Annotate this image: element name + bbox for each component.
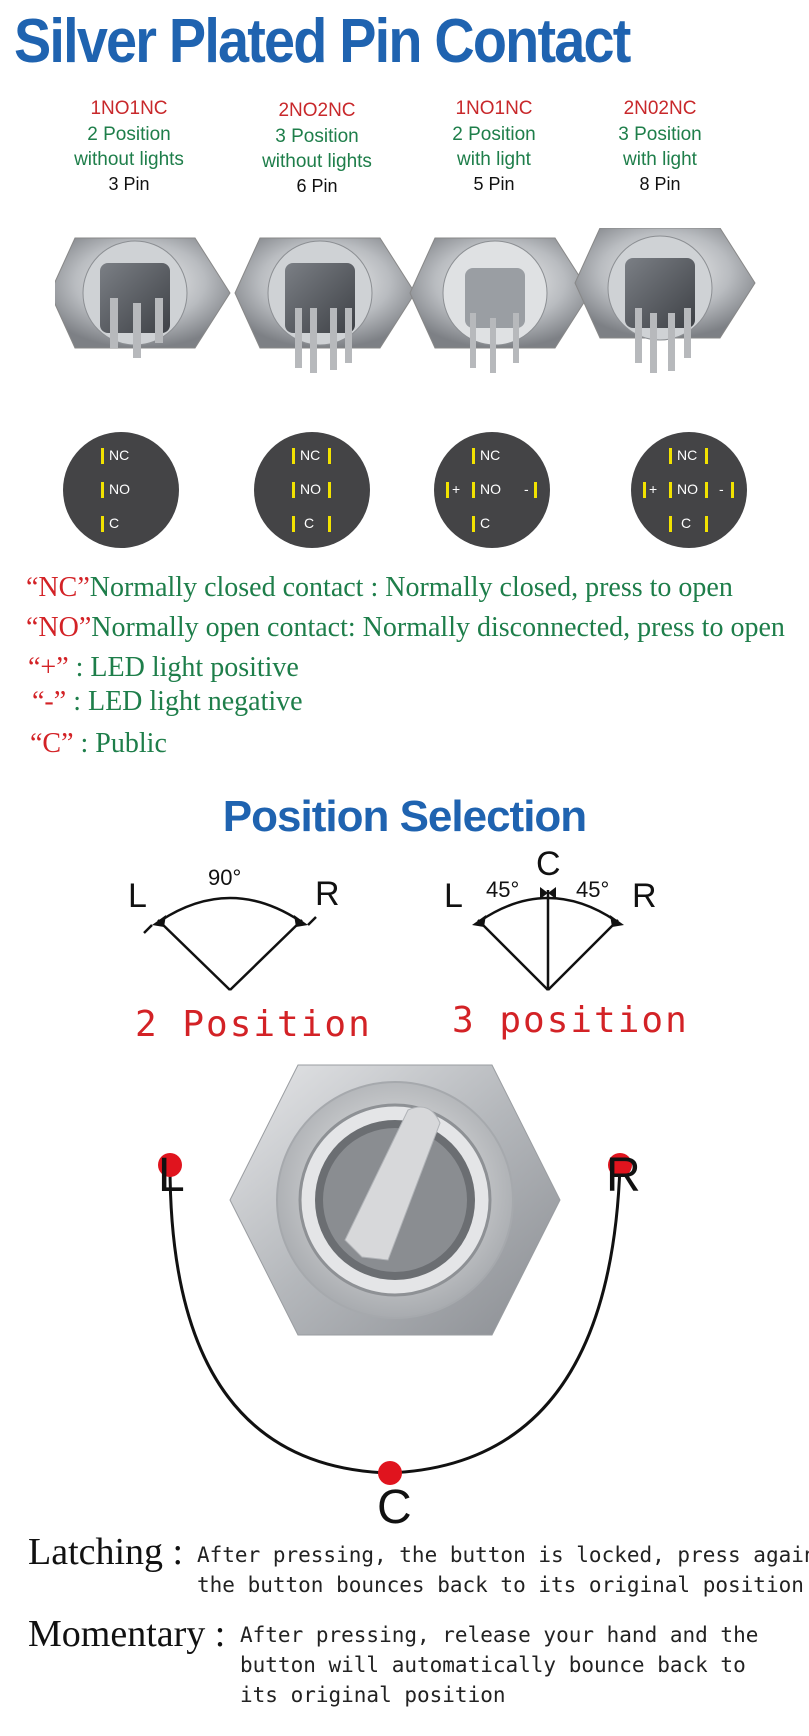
legend-key: “-” — [32, 686, 67, 717]
legend-c: “C” : Public — [30, 728, 167, 760]
label-right: R — [632, 877, 657, 915]
variant-code: 2N02NC — [623, 98, 697, 119]
variant-header-3: 1NO1NC 2 Position with light 5 Pin — [409, 96, 579, 197]
desc-line: its original position — [240, 1683, 506, 1707]
dot-left — [158, 1153, 182, 1177]
variant-lights: with light — [457, 149, 531, 170]
label-left: L — [128, 877, 147, 915]
page-title: Silver Plated Pin Contact — [14, 7, 631, 76]
legend-text: : LED light positive — [68, 652, 299, 683]
pin-diagram-2: NC NO C — [254, 432, 370, 548]
label-angle-left: 45° — [486, 877, 519, 902]
variant-header-4: 2N02NC 3 Position with light 8 Pin — [575, 96, 745, 197]
pin-no: NO — [677, 481, 698, 497]
three-position-label: 3 position — [452, 1000, 689, 1041]
mode-momentary-title: Momentary : — [28, 1613, 226, 1655]
two-position-diagram: L R 90° — [128, 865, 340, 991]
pin-no: NO — [480, 481, 501, 497]
label-center: C — [536, 845, 561, 883]
variant-position: 3 Position — [618, 124, 702, 145]
section-title: Position Selection — [222, 792, 587, 841]
desc-line: button will automatically bounce back to — [240, 1653, 746, 1677]
dot-center — [378, 1461, 402, 1485]
legend-key: “NC” — [26, 572, 90, 603]
pin-nc: NC — [300, 447, 321, 463]
variant-header-1: 1NO1NC 2 Position without lights 3 Pin — [44, 96, 214, 197]
pin-nc: NC — [677, 447, 698, 463]
mode-momentary-desc: After pressing, release your hand and th… — [240, 1620, 758, 1710]
variant-position: 2 Position — [87, 124, 171, 145]
pin-nc: NC — [109, 447, 130, 463]
variant-code: 2NO2NC — [278, 100, 356, 121]
variant-code: 1NO1NC — [455, 98, 533, 119]
desc-line: After pressing, release your hand and th… — [240, 1623, 759, 1647]
rotary-label-left: L — [158, 1149, 185, 1202]
variant-header-2: 2NO2NC 3 Position without lights 6 Pin — [232, 98, 402, 199]
variant-code: 1NO1NC — [90, 98, 168, 119]
variant-position: 3 Position — [275, 126, 359, 147]
legend-minus: “-” : LED light negative — [32, 686, 303, 718]
pin-minus: - — [524, 481, 529, 497]
legend-text: Normally open contact: Normally disconne… — [91, 612, 785, 643]
label-right: R — [315, 875, 340, 913]
legend-text: : LED light negative — [66, 686, 303, 717]
variant-pins: 3 Pin — [108, 174, 150, 194]
legend-key: “C” — [30, 728, 74, 759]
legend-key: “+” — [28, 652, 69, 683]
legend-no: “NO”Normally open contact: Normally disc… — [26, 612, 785, 644]
variant-lights: with light — [623, 149, 697, 170]
three-position-diagram: L C R 45° 45° — [444, 845, 657, 991]
desc-line: the button bounces back to its original … — [197, 1573, 804, 1597]
variant-pins: 5 Pin — [473, 174, 515, 194]
pin-c: C — [480, 515, 491, 531]
variant-pins: 8 Pin — [639, 174, 681, 194]
legend-nc: “NC”Normally closed contact : Normally c… — [26, 572, 733, 604]
pin-plus: + — [452, 481, 461, 497]
pin-minus: - — [719, 481, 724, 497]
label-angle: 90° — [208, 865, 241, 890]
mode-latching-desc: After pressing, the button is locked, pr… — [197, 1540, 809, 1600]
pin-c: C — [681, 515, 692, 531]
pin-no: NO — [109, 481, 130, 497]
desc-line: After pressing, the button is locked, pr… — [197, 1543, 809, 1567]
two-position-label: 2 Position — [135, 1004, 372, 1045]
pin-plus: + — [649, 481, 658, 497]
variant-lights: without lights — [262, 151, 372, 172]
variant-position: 2 Position — [452, 124, 536, 145]
variant-lights: without lights — [74, 149, 184, 170]
rotary-label-center: C — [377, 1481, 412, 1534]
legend-plus: “+” : LED light positive — [28, 652, 299, 684]
rotary-label-right: R — [606, 1149, 641, 1202]
legend-text: : Public — [73, 728, 167, 759]
legend-text: Normally closed contact : Normally close… — [89, 572, 733, 603]
label-angle-right: 45° — [576, 877, 609, 902]
pin-diagram-4: NC + NO - C — [631, 432, 747, 548]
rotary-switch-diagram — [158, 1064, 632, 1485]
pin-diagram-1: NC NO C — [63, 432, 179, 548]
legend-key: “NO” — [26, 612, 92, 643]
pin-diagram-3: NC + NO - C — [434, 432, 550, 548]
mode-latching-title: Latching : — [28, 1531, 184, 1573]
switch-photo-1 — [55, 237, 231, 358]
pin-c: C — [109, 515, 120, 531]
pin-no: NO — [300, 481, 321, 497]
dot-right — [608, 1153, 632, 1177]
switch-photo-4 — [574, 228, 756, 373]
pin-c: C — [304, 515, 315, 531]
variant-pins: 6 Pin — [296, 176, 338, 196]
switch-photos — [55, 228, 756, 373]
switch-photo-3 — [409, 237, 591, 373]
label-left: L — [444, 877, 463, 915]
switch-photo-2 — [234, 237, 416, 373]
pin-nc: NC — [480, 447, 501, 463]
